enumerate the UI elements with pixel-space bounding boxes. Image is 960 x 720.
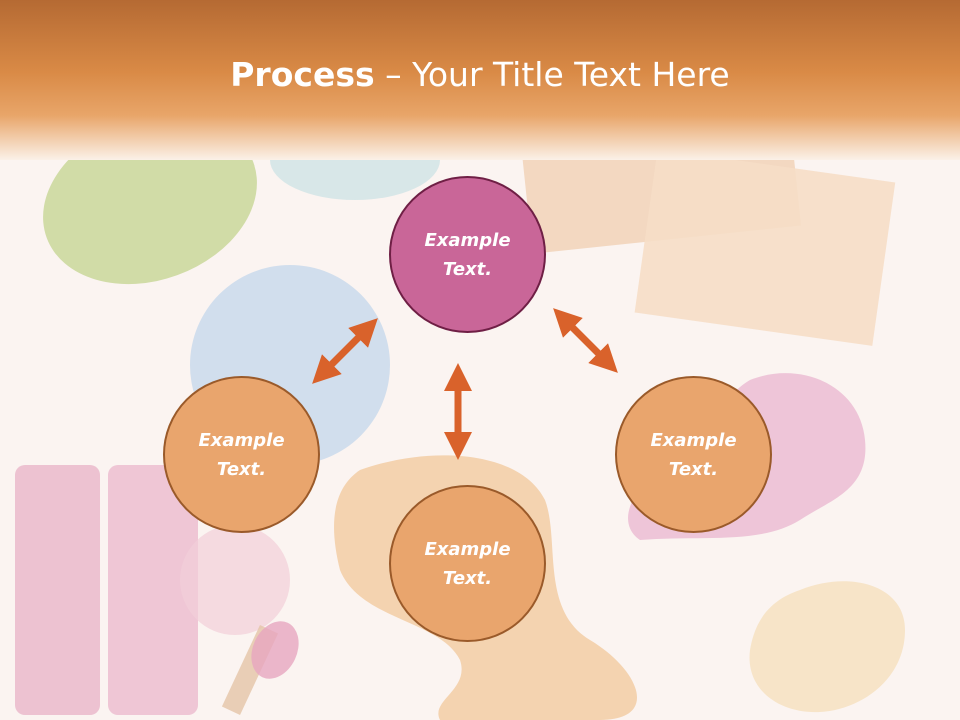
process-node-bottom: Example Text. — [389, 485, 546, 642]
title-rest: – Your Title Text Here — [374, 55, 730, 94]
arrow-top-left — [312, 318, 378, 384]
arrow-top-right — [553, 308, 618, 373]
process-node-right: Example Text. — [615, 376, 772, 533]
process-node-left: Example Text. — [163, 376, 320, 533]
title-bold: Process — [230, 55, 375, 94]
title-bar — [0, 0, 960, 160]
slide-title: Process – Your Title Text Here — [0, 52, 960, 98]
process-node-top: Example Text. — [389, 176, 546, 333]
